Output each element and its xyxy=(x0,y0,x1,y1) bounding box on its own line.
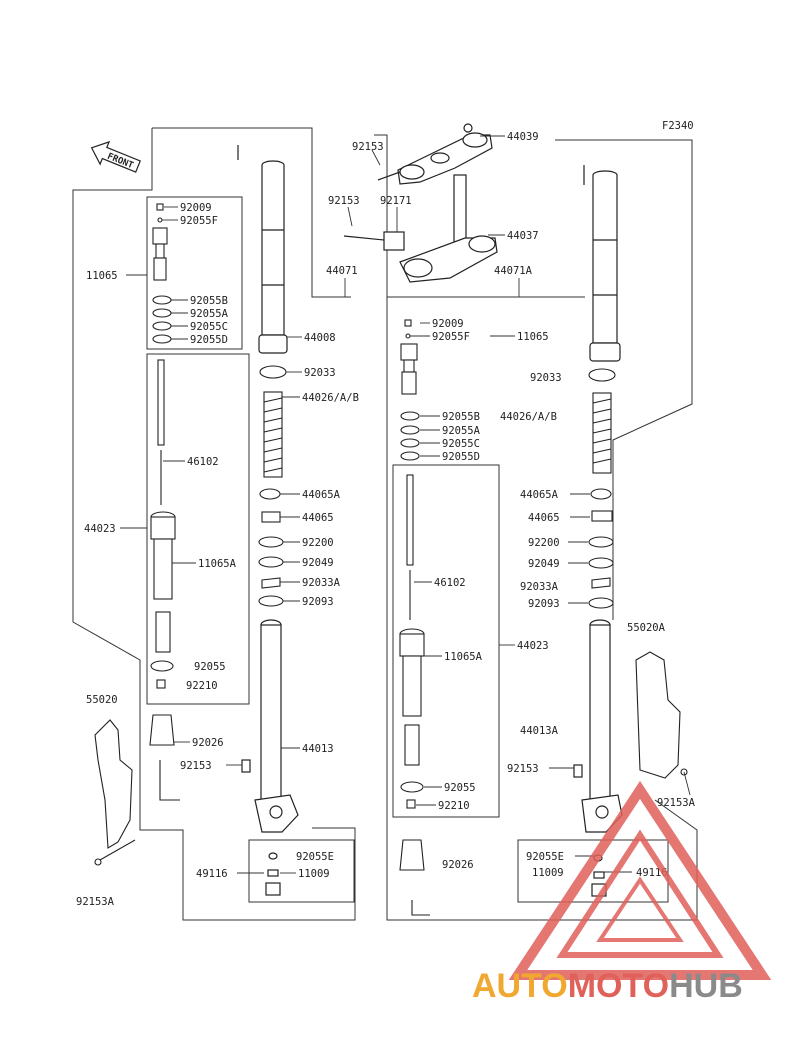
callout-92055d: 92055D xyxy=(442,451,480,463)
callout-11065a: 11065A xyxy=(444,651,483,663)
callout-11065: 11065 xyxy=(86,270,118,282)
callout-46102: 46102 xyxy=(434,577,466,589)
callout-92153: 92153 xyxy=(352,141,384,153)
callout-44026: 44026/A/B xyxy=(500,411,557,423)
callout-92153: 92153 xyxy=(507,763,539,775)
callout-92210: 92210 xyxy=(438,800,470,812)
right-damper-rod xyxy=(399,474,430,916)
callout-92055a: 92055A xyxy=(190,308,229,320)
callout-92033a: 92033A xyxy=(520,581,559,593)
callout-92200: 92200 xyxy=(528,537,560,549)
callout-11065a: 11065A xyxy=(198,558,237,570)
left-cap-assembly xyxy=(152,203,172,344)
callout-92033: 92033 xyxy=(304,367,336,379)
callout-44013a: 44013A xyxy=(520,725,559,737)
callout-92153a: 92153A xyxy=(657,797,696,809)
callout-92055e: 92055E xyxy=(526,851,564,863)
callout-92033a: 92033A xyxy=(302,577,341,589)
callout-92055a: 92055A xyxy=(442,425,481,437)
left-fork-guard xyxy=(94,719,136,866)
right-outer-tube xyxy=(583,165,621,362)
callout-92026: 92026 xyxy=(442,859,474,871)
callout-92055c: 92055C xyxy=(442,438,480,450)
callout-11065: 11065 xyxy=(517,331,549,343)
right-cap-assembly xyxy=(400,319,420,461)
callout-92055f: 92055F xyxy=(432,331,470,343)
callout-92055: 92055 xyxy=(444,782,476,794)
callout-44065a: 44065A xyxy=(302,489,341,501)
callout-92026: 92026 xyxy=(192,737,224,749)
watermark-logo xyxy=(508,780,772,980)
callout-92055: 92055 xyxy=(194,661,226,673)
callout-92200: 92200 xyxy=(302,537,334,549)
callout-55020: 55020 xyxy=(86,694,118,706)
steering-stem-lower-clamp xyxy=(343,174,498,283)
callout-92055b: 92055B xyxy=(442,411,480,423)
upper-triple-clamp xyxy=(377,123,493,185)
callout-92009: 92009 xyxy=(432,318,464,330)
callout-44065: 44065 xyxy=(302,512,334,524)
callout-44037: 44037 xyxy=(507,230,539,242)
callout-92093: 92093 xyxy=(528,598,560,610)
callout-92055c: 92055C xyxy=(190,321,228,333)
callout-92055b: 92055B xyxy=(190,295,228,307)
watermark-moto: MOTO xyxy=(568,967,669,1005)
callout-46102: 46102 xyxy=(187,456,219,468)
front-arrow-icon: FRONT xyxy=(90,140,141,173)
watermark-hub: HUB xyxy=(669,967,743,1005)
callout-92171: 92171 xyxy=(380,195,412,207)
callout-92033: 92033 xyxy=(530,372,562,384)
left-inner-tube xyxy=(241,619,299,896)
callout-92093: 92093 xyxy=(302,596,334,608)
callout-55020a: 55020A xyxy=(627,622,666,634)
callout-92210: 92210 xyxy=(186,680,218,692)
callout-44065: 44065 xyxy=(528,512,560,524)
callout-92049: 92049 xyxy=(528,558,560,570)
right-spring-and-seals xyxy=(588,368,616,609)
watermark-auto: AUTO xyxy=(472,967,568,1005)
callout-92153: 92153 xyxy=(328,195,360,207)
callout-92055d: 92055D xyxy=(190,334,228,346)
callout-92009: 92009 xyxy=(180,202,212,214)
right-fork-guard xyxy=(635,651,688,779)
callout-92055e: 92055E xyxy=(296,851,334,863)
callout-labels: 92153 44039 92153 92171 44037 44071 4407… xyxy=(76,131,696,908)
left-spring-and-seals xyxy=(258,365,287,607)
callout-44065a: 44065A xyxy=(520,489,559,501)
figure-code: F2340 xyxy=(662,120,694,132)
callout-44071: 44071 xyxy=(326,265,358,277)
callout-92055f: 92055F xyxy=(180,215,218,227)
callout-11009: 11009 xyxy=(532,867,564,879)
callout-44039: 44039 xyxy=(507,131,539,143)
callout-92049: 92049 xyxy=(302,557,334,569)
callout-49116: 49116 xyxy=(196,868,228,880)
watermark-text: AUTOMOTOHUB xyxy=(472,967,743,1005)
callout-11009: 11009 xyxy=(298,868,330,880)
left-damper-rod xyxy=(149,359,180,801)
callout-44013: 44013 xyxy=(302,743,334,755)
callout-44026: 44026/A/B xyxy=(302,392,359,404)
left-fork-frame xyxy=(72,127,356,921)
callout-92153: 92153 xyxy=(180,760,212,772)
callout-92153a: 92153A xyxy=(76,896,115,908)
callout-44023: 44023 xyxy=(517,640,549,652)
left-outer-tube xyxy=(237,145,288,354)
callout-44071a: 44071A xyxy=(494,265,533,277)
callout-44008: 44008 xyxy=(304,332,336,344)
callout-44023: 44023 xyxy=(84,523,116,535)
